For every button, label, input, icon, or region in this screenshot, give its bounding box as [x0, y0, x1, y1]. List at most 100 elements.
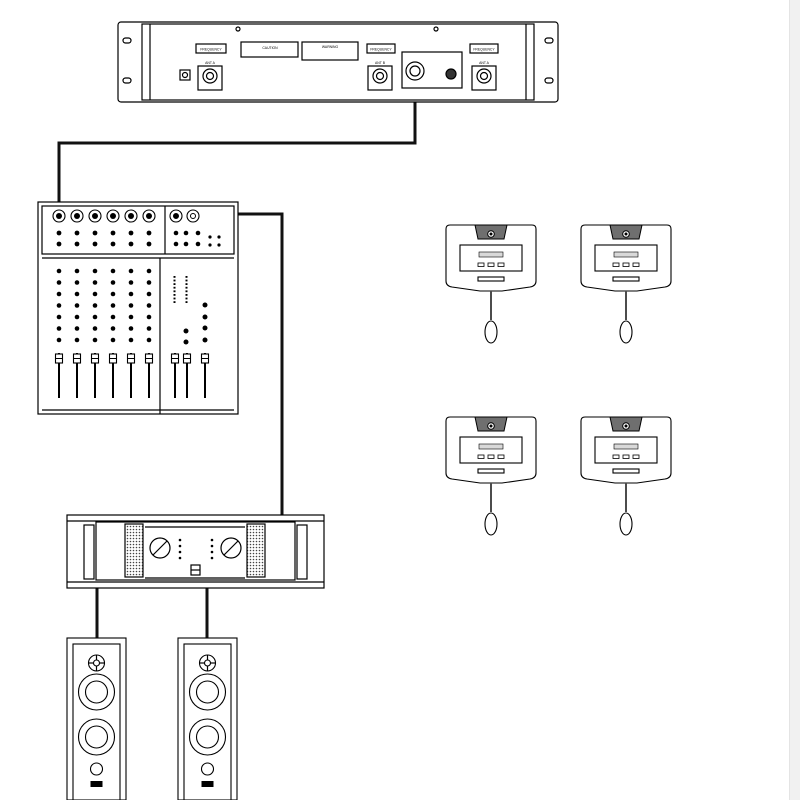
control-panel — [459, 244, 523, 272]
channel-knob — [146, 280, 152, 285]
speaker-slot — [477, 276, 505, 282]
channel-knob — [74, 314, 80, 320]
channel-knob — [56, 291, 62, 297]
channel-knob — [56, 314, 62, 320]
mic-button-2 — [622, 454, 630, 459]
master-jack — [183, 230, 189, 236]
bass-port — [89, 762, 104, 776]
level-meter-led — [173, 283, 176, 285]
level-meter-led — [185, 294, 188, 296]
control-panel — [594, 436, 658, 464]
level-meter-led — [185, 276, 188, 278]
frequency-label-2 — [366, 43, 396, 54]
channel-knob — [92, 291, 98, 297]
antenna-b-label: ANT B — [375, 61, 386, 65]
channel-knob — [146, 326, 152, 331]
channel-knob — [110, 337, 116, 343]
master-knob — [202, 325, 208, 331]
channel-knob — [128, 326, 134, 331]
master-knob — [202, 302, 208, 308]
channel-knob — [92, 268, 98, 274]
line-input-5 — [128, 230, 134, 236]
channel-knob — [92, 326, 98, 331]
level-meter-led — [173, 297, 176, 300]
channel-knob — [56, 303, 62, 308]
master-knob — [202, 314, 208, 320]
channel-knob — [74, 303, 80, 308]
level-meter-led — [173, 294, 176, 296]
master-jack — [173, 230, 179, 236]
level-meter-led — [185, 286, 188, 289]
line-input-4 — [110, 230, 116, 236]
level-meter-led — [185, 301, 188, 303]
channel-knob — [74, 291, 80, 297]
display — [478, 443, 504, 450]
antenna-connector-b — [367, 65, 393, 91]
antenna-connector-a — [197, 65, 223, 91]
speaker-badge — [201, 781, 214, 787]
channel-knob — [146, 337, 152, 343]
wireless-microphone-4 — [580, 416, 672, 536]
antenna-connector-a-right — [471, 65, 497, 91]
master-jack — [217, 243, 221, 247]
line-input-1 — [56, 230, 62, 236]
frequency-label-3 — [469, 43, 499, 54]
mic-button-1 — [612, 262, 620, 267]
mic-button-3 — [497, 454, 505, 459]
warning-label — [301, 41, 359, 61]
channel-knob — [92, 337, 98, 343]
microphone-capsule — [484, 512, 498, 536]
mic-button-1 — [477, 454, 485, 459]
vent-grille-left — [124, 523, 144, 578]
mixer-controls — [52, 209, 221, 398]
warning-label-text: WARNING — [322, 45, 339, 49]
master-jack — [195, 241, 201, 247]
frequency-label-text-1: FREQUENCY — [200, 48, 222, 52]
display — [613, 251, 639, 258]
master-knob — [183, 328, 189, 334]
channel-knob — [128, 337, 134, 343]
amplifier-indicator-leds — [178, 538, 214, 560]
master-jack — [208, 235, 212, 239]
loudspeaker-1 — [66, 637, 127, 801]
level-meter-led — [173, 301, 176, 303]
frequency-label-text-3: FREQUENCY — [473, 48, 495, 52]
level-meter-led — [185, 283, 188, 285]
microphone-capsule — [619, 320, 633, 344]
mic-button-3 — [632, 262, 640, 267]
caution-label-text: CAUTION — [262, 46, 278, 50]
speaker-slot — [612, 468, 640, 474]
channel-knob — [128, 314, 134, 320]
scrollbar-track[interactable] — [789, 0, 800, 800]
channel-knob — [110, 326, 116, 331]
microphone-capsule — [619, 512, 633, 536]
channel-knob — [110, 303, 116, 308]
line-input-3 — [92, 230, 98, 236]
master-knob — [183, 339, 189, 345]
display — [478, 251, 504, 258]
speaker-badge — [90, 781, 103, 787]
channel-knob — [56, 268, 62, 274]
control-panel — [459, 436, 523, 464]
channel-knob — [128, 291, 134, 297]
mic-button-3 — [632, 454, 640, 459]
power-amplifier — [66, 514, 325, 589]
channel-knob — [146, 303, 152, 308]
channel-knob — [74, 268, 80, 274]
antenna-a-right-label: ANT A — [479, 61, 489, 65]
antenna-a-label: ANT A — [205, 61, 215, 65]
channel-knob — [92, 280, 98, 285]
mic-button-1 — [612, 454, 620, 459]
master-knob — [202, 337, 208, 343]
microphone-capsule — [484, 320, 498, 344]
master-jack — [173, 241, 179, 247]
level-meter-led — [173, 286, 176, 289]
bass-port — [200, 762, 215, 776]
frequency-label-1 — [195, 43, 227, 54]
channel-knob — [74, 337, 80, 343]
channel-knob — [128, 303, 134, 308]
wireless-microphone-1 — [445, 224, 537, 344]
unbalanced-output-jack — [445, 68, 457, 80]
speaker-slot — [612, 276, 640, 282]
